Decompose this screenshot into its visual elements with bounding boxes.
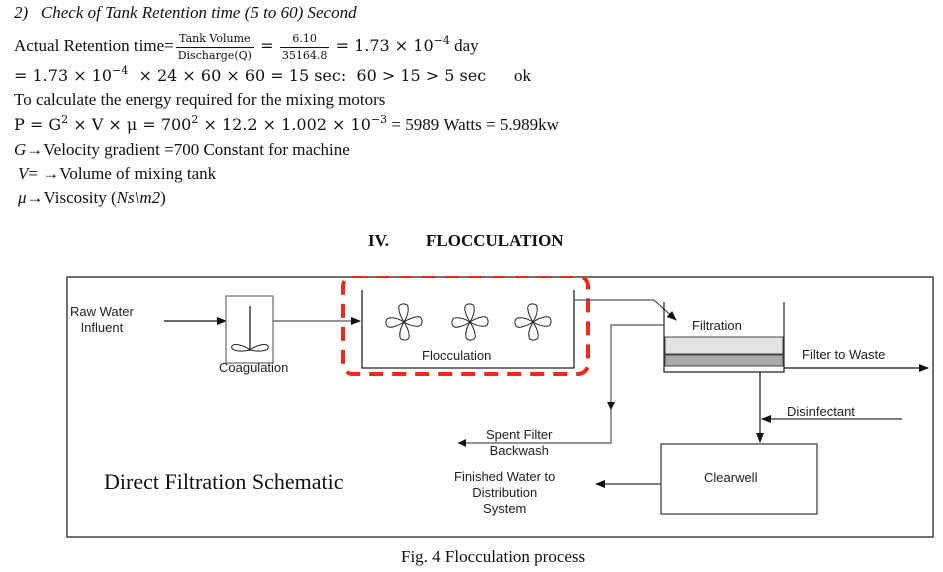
filtration-tank	[663, 302, 785, 373]
paddle-blade	[465, 321, 476, 341]
flocculator-paddle-icon	[451, 303, 489, 341]
paddle-blade	[527, 303, 538, 323]
backwash-line	[458, 324, 664, 444]
flocculator-paddle-icon	[385, 303, 423, 341]
flocculation-highlight	[341, 276, 590, 376]
retention-unit: day	[449, 36, 479, 55]
clearwell-tank	[660, 443, 818, 515]
label-filter-to-waste: Filter to Waste	[802, 347, 886, 362]
fraction-numerator: 6.10	[279, 32, 330, 48]
paddle-blade	[398, 303, 409, 323]
section-heading: IV. FLOCCULATION	[368, 231, 564, 251]
power-equation: P = G2 × V × μ = 7002 × 12.2 × 1.002 × 1…	[14, 113, 559, 134]
fraction-denominator: Discharge(Q)	[177, 48, 252, 62]
paddle-blade	[532, 316, 552, 327]
retention-label: Actual Retention time=	[14, 36, 174, 55]
fraction-denominator: 35164.8	[281, 48, 328, 62]
fraction-numerator: Tank Volume	[175, 32, 254, 48]
backwash-left-arrow	[458, 439, 466, 447]
label-flocculation: Flocculation	[422, 348, 492, 363]
arrow-floc-to-filter	[574, 299, 677, 321]
paddle-blade	[469, 316, 489, 327]
equals-sign: =	[260, 36, 274, 55]
retention-seconds: = 1.73 × 10−4 × 24 × 60 × 60 = 15 sec: 6…	[14, 64, 487, 85]
section-title: 2) Check of Tank Retention time (5 to 60…	[14, 3, 357, 22]
definition-v: V= →Volume of mixing tank	[18, 164, 217, 183]
figure-caption: Fig. 4 Flocculation process	[401, 547, 586, 566]
paddle-blade	[464, 303, 475, 323]
paddle-blade	[399, 321, 410, 341]
paddle-blade	[514, 317, 534, 328]
backwash-down-arrow	[607, 402, 615, 410]
paddle-blade	[385, 317, 405, 328]
schematic-title: Direct Filtration Schematic	[104, 469, 344, 494]
label-filtration: Filtration	[692, 318, 742, 333]
direct-filtration-diagram: Raw Water Influent Coagulation Flocculat…	[66, 276, 934, 538]
label-coagulation: Coagulation	[219, 360, 289, 375]
ok-check: ok	[514, 66, 531, 85]
label-raw-water: Raw Water Influent	[70, 304, 134, 335]
retention-seconds-line: = 1.73 × 10−4 × 24 × 60 × 60 = 15 sec: 6…	[14, 64, 531, 86]
diagram-svg	[66, 276, 934, 538]
coagulation-mixer-icon	[231, 344, 269, 352]
retention-result: = 1.73 × 10−4	[335, 34, 450, 55]
section-title-flocculation: FLOCCULATION	[426, 231, 564, 250]
filter-media-lower	[664, 354, 784, 367]
paddle-blade	[403, 316, 423, 327]
definition-g: G→Velocity gradient =700 Constant for ma…	[14, 140, 350, 159]
paddle-blade	[528, 321, 539, 341]
label-clearwell: Clearwell	[704, 470, 758, 485]
paddle-blade	[451, 317, 471, 328]
label-disinfectant: Disinfectant	[787, 404, 855, 419]
flocculation-tank	[361, 290, 575, 369]
definition-mu: μ→Viscosity (Ns\m2)	[18, 188, 166, 207]
filter-media-upper	[664, 336, 784, 355]
section-number: IV.	[368, 231, 389, 250]
energy-intro: To calculate the energy required for the…	[14, 90, 386, 109]
label-finished-water: Finished Water to Distribution System	[454, 469, 556, 516]
flocculator-paddle-icon	[514, 303, 552, 341]
label-spent-filter-backwash: Spent Filter Backwash	[486, 427, 553, 458]
